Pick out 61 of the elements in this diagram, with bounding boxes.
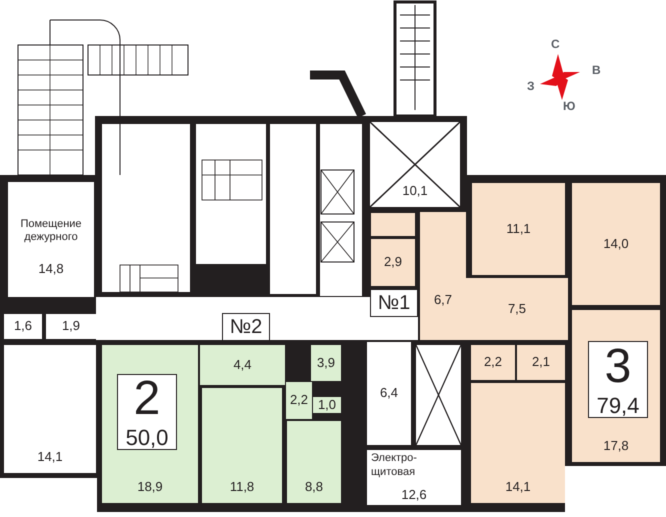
apartment-rooms-number: 2 bbox=[134, 375, 160, 423]
room bbox=[46, 314, 96, 339]
entrance-sign bbox=[370, 289, 418, 317]
room-area: 18,9 bbox=[137, 478, 163, 495]
apartment-area: 50,0 bbox=[126, 427, 168, 449]
room-name: Электро- щитовая bbox=[370, 452, 418, 480]
room bbox=[572, 310, 660, 462]
room-area: 10,1 bbox=[402, 182, 428, 199]
room bbox=[202, 388, 282, 503]
room bbox=[313, 397, 341, 413]
apartment-label bbox=[117, 374, 177, 450]
room bbox=[286, 382, 312, 419]
room bbox=[4, 345, 96, 473]
room-area: 11,1 bbox=[506, 220, 531, 238]
apartment-rooms-number: 3 bbox=[604, 342, 632, 390]
compass-direction: Ю bbox=[563, 100, 576, 112]
room-area: 14,1 bbox=[505, 478, 531, 495]
room-area: 17,8 bbox=[603, 438, 629, 454]
room bbox=[367, 342, 411, 445]
room-area: 6,7 bbox=[434, 292, 452, 308]
apartment-area: 79,4 bbox=[596, 394, 640, 416]
room bbox=[8, 182, 94, 297]
room-area: 12,6 bbox=[401, 486, 427, 503]
room-area: 3,9 bbox=[316, 354, 336, 372]
room bbox=[287, 421, 341, 503]
room-area: 2,1 bbox=[532, 354, 550, 371]
entrance-sign bbox=[222, 313, 270, 341]
room-area: 1,9 bbox=[62, 318, 80, 335]
compass-direction: З bbox=[527, 80, 535, 92]
room-area: 2,9 bbox=[384, 254, 402, 271]
room-area: 14,1 bbox=[37, 448, 63, 465]
compass-direction: С bbox=[551, 38, 560, 50]
room-area: 1,6 bbox=[14, 318, 32, 335]
apartment-label bbox=[588, 341, 648, 418]
room-area: 2,2 bbox=[290, 392, 308, 409]
room bbox=[4, 314, 42, 339]
room bbox=[311, 345, 341, 381]
room-area: 8,8 bbox=[304, 478, 324, 495]
compass-direction: В bbox=[592, 64, 601, 76]
room-area: 11,8 bbox=[230, 478, 254, 495]
room-area: 1,0 bbox=[318, 396, 336, 414]
room bbox=[471, 383, 565, 503]
room bbox=[471, 345, 515, 380]
room-area: 4,4 bbox=[233, 356, 252, 374]
room-area: 6,4 bbox=[380, 385, 398, 402]
room bbox=[572, 183, 660, 305]
room-area: 7,5 bbox=[508, 300, 526, 318]
entrance-number: №1 bbox=[378, 290, 410, 316]
room-area: 14,8 bbox=[38, 261, 64, 278]
room bbox=[200, 345, 285, 385]
room bbox=[367, 450, 461, 505]
room-area: 2,2 bbox=[484, 354, 502, 371]
room-name: Помещение дежурного bbox=[19, 218, 83, 246]
entrance-number: №2 bbox=[230, 314, 262, 340]
room bbox=[371, 239, 415, 286]
room bbox=[472, 183, 565, 275]
room bbox=[102, 345, 198, 503]
room bbox=[466, 278, 568, 340]
room bbox=[517, 345, 565, 380]
room-area: 14,0 bbox=[603, 236, 629, 252]
room bbox=[420, 212, 466, 340]
